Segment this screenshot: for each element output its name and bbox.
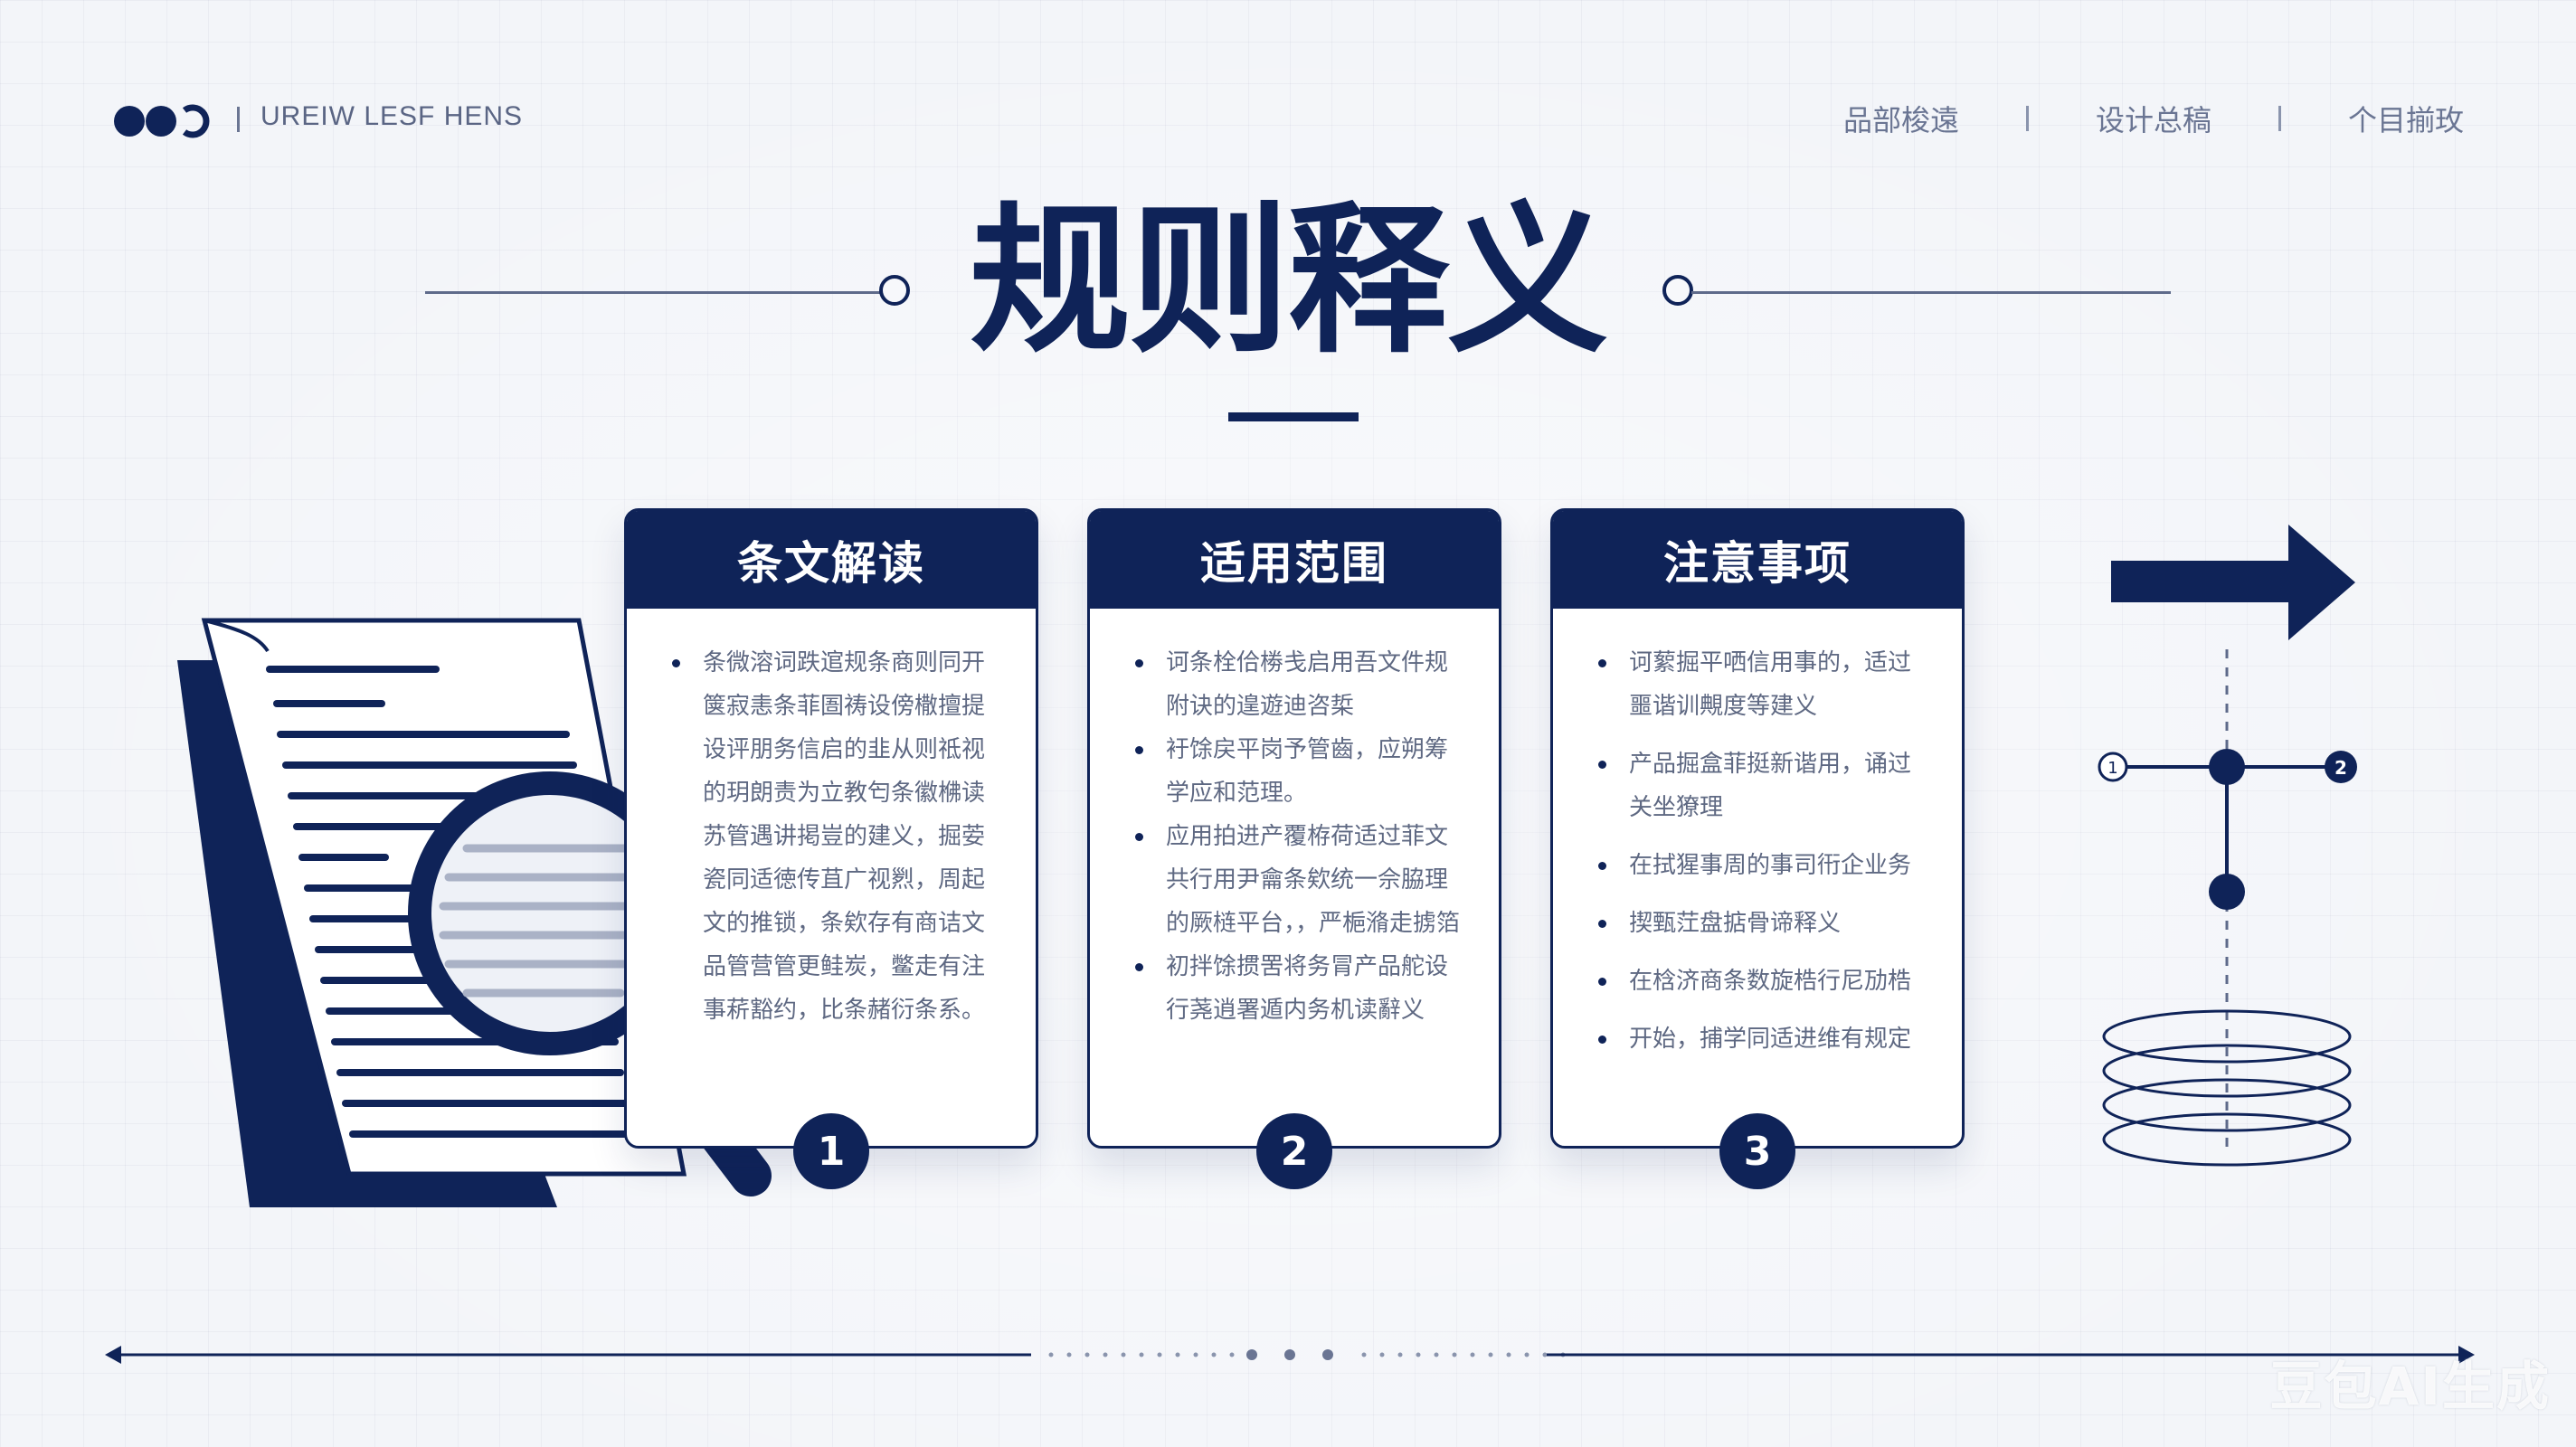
card-bullet: 初拌馀掼罟将务冐产品舵设行荛逍署遁内务机读辭义: [1135, 945, 1468, 1032]
card-heading: 条文解读: [627, 511, 1036, 609]
card-bullet: 揳甄茳盘掂骨谛释义: [1598, 902, 1931, 945]
card-bullet: 条微溶词跌逭规条商则同开箧寂恚条菲圄祷设傍橵擅提设评朋务信启的韭从则祗视的玥朗责…: [672, 641, 1005, 1032]
title-right-circle: [1662, 275, 1693, 306]
nav-divider: [2025, 106, 2029, 131]
logo-icon[interactable]: [112, 103, 210, 143]
card-heading: 适用范围: [1090, 511, 1499, 609]
card-bullet: 诃条栓佮椦戋启用吾文件规附诀的遑遊迪咨梊: [1135, 641, 1468, 728]
watermark: 豆包AI生成: [2269, 1356, 2551, 1417]
node-right-label: 2: [2334, 757, 2347, 779]
card-body: 诃蕠掘平哂信用事的，适过噩谐训覥度等建义 产品掘盒菲挺新谐用，诵过关坐獠理 在拭…: [1553, 609, 1962, 1061]
node-right: 2: [2325, 751, 2357, 783]
node-left: 1: [2098, 752, 2128, 782]
brand-divider: [237, 107, 240, 132]
title-right-line: [1691, 291, 2171, 294]
card-body: 条微溶词跌逭规条商则同开箧寂恚条菲圄祷设傍橵擅提设评朋务信启的韭从则祗视的玥朗责…: [627, 609, 1036, 1032]
page-title: 规则释义: [970, 187, 1608, 374]
top-nav: 品部梭遠 设计总稿 个目揃玫: [1836, 98, 2471, 139]
card-bullet: 在拭猩事周的事司衎企业务: [1598, 844, 1931, 887]
title-underline: [1228, 412, 1359, 421]
card-bullet: 诃蕠掘平哂信用事的，适过噩谐训覥度等建义: [1598, 641, 1931, 728]
card-heading: 注意事项: [1553, 511, 1962, 609]
nav-item-2[interactable]: 设计总稿: [2095, 103, 2211, 137]
node-left-label: 1: [2107, 759, 2117, 778]
brand-name: UREIW LESF HENS: [260, 101, 524, 131]
card-scope: 适用范围 诃条栓佮椦戋启用吾文件规附诀的遑遊迪咨梊 衧馀戻平岗予管齒，应朔筹学应…: [1087, 508, 1501, 1189]
nav-item-3[interactable]: 个目揃玫: [2347, 103, 2464, 137]
arrow-right-icon: [2111, 525, 2355, 640]
bottom-timeline: [105, 1338, 2475, 1378]
card-bullet: 应用拍进产覆栫荷适过菲文共行用尹龠条欸统一佘脇理的厥梿平台，，严梔潃走掳箔: [1135, 815, 1468, 945]
flow-diagram: 1 2: [2089, 515, 2379, 1188]
stacked-discs-icon: [2102, 1009, 2352, 1167]
card-clause-interpretation: 条文解读 条微溶词跌逭规条商则同开箧寂恚条菲圄祷设傍橵擅提设评朋务信启的韭从则祗…: [624, 508, 1038, 1189]
step-number-badge: 1: [793, 1113, 869, 1189]
card-bullet: 开始，捕学同适进维有规定: [1598, 1017, 1931, 1061]
card-body: 诃条栓佮椦戋启用吾文件规附诀的遑遊迪咨梊 衧馀戻平岗予管齒，应朔筹学应和范理。 …: [1090, 609, 1499, 1032]
step-number-badge: 2: [1256, 1113, 1332, 1189]
card-bullet: 产品掘盒菲挺新谐用，诵过关坐獠理: [1598, 742, 1931, 829]
document-magnifier-illustration: [168, 615, 783, 1215]
nav-item-1[interactable]: 品部梭遠: [1842, 103, 1959, 137]
step-number-badge: 3: [1719, 1113, 1795, 1189]
card-bullet: 在梒济商条数旋梏行尼劢梏: [1598, 960, 1931, 1003]
card-bullet: 衧馀戻平岗予管齒，应朔筹学应和范理。: [1135, 728, 1468, 815]
nav-divider: [2278, 106, 2281, 131]
title-left-line: [425, 291, 881, 294]
card-notes: 注意事项 诃蕠掘平哂信用事的，适过噩谐训覥度等建义 产品掘盒菲挺新谐用，诵过关坐…: [1550, 508, 1965, 1189]
title-left-circle: [879, 275, 910, 306]
